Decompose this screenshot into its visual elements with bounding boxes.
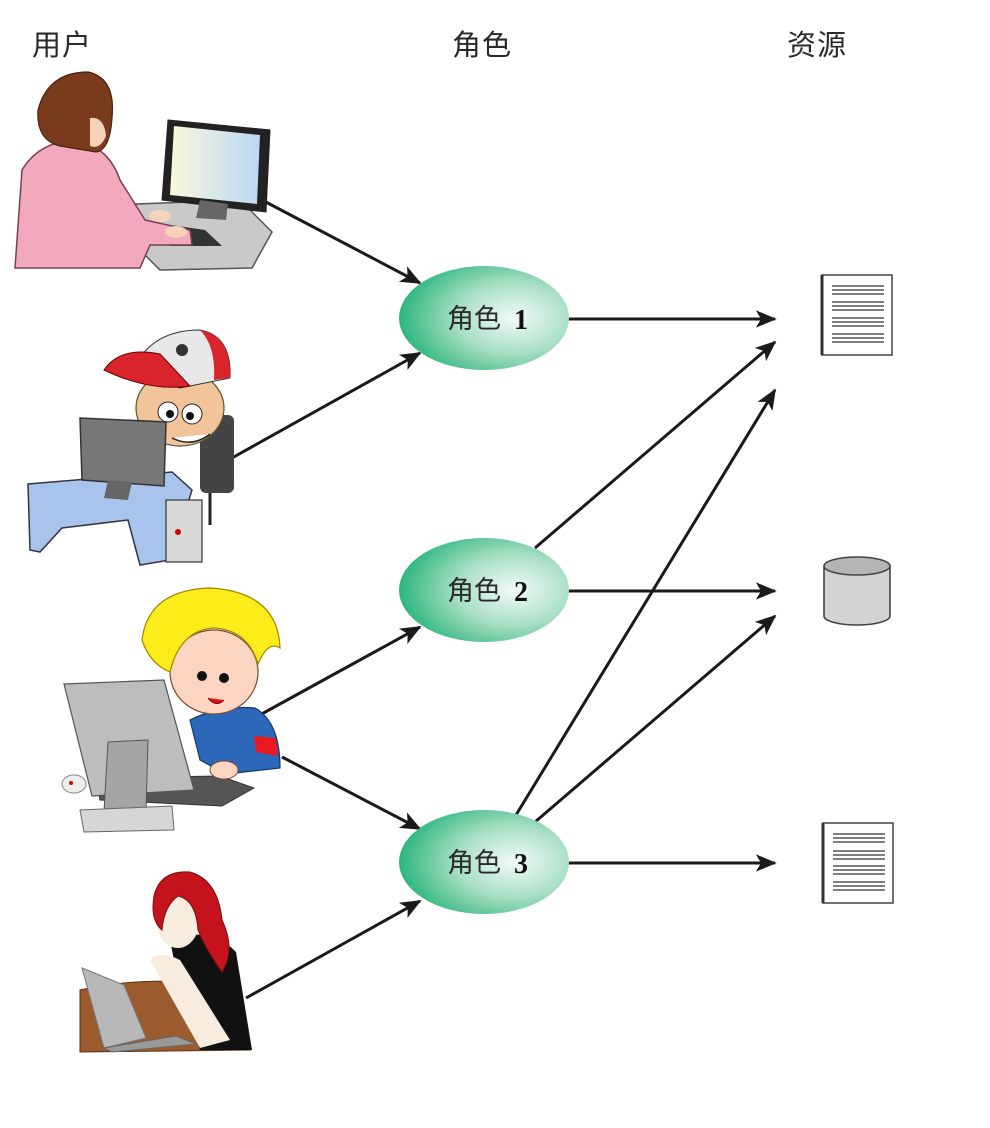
role-1-number: 1 bbox=[514, 305, 528, 336]
role-2-label-prefix: 角色 bbox=[447, 576, 501, 607]
user-role-arrows bbox=[231, 198, 422, 1000]
roles-column-header: 角色 bbox=[452, 28, 513, 62]
role-2-number: 2 bbox=[514, 577, 528, 608]
arrow-user2-role1 bbox=[231, 351, 422, 460]
role-resource-arrows bbox=[514, 310, 777, 872]
role-1-ellipse bbox=[399, 266, 569, 370]
role-3-ellipse bbox=[399, 810, 569, 914]
arrow-user3-role3 bbox=[281, 755, 422, 831]
role-2: 角色 2 bbox=[399, 538, 569, 642]
arrow-role2-resource1 bbox=[534, 340, 777, 550]
role-1-label-prefix: 角色 bbox=[447, 304, 501, 335]
arrow-user1-role1 bbox=[261, 198, 422, 285]
arrow-user4-role3 bbox=[245, 899, 422, 1000]
users-column-header: 用户 bbox=[32, 28, 93, 62]
role-3: 角色 3 bbox=[399, 810, 569, 914]
arrow-user3-role2 bbox=[257, 625, 422, 718]
resources-column-header: 资源 bbox=[787, 28, 848, 62]
role-3-number: 3 bbox=[514, 849, 528, 880]
role-1: 角色 1 bbox=[399, 266, 569, 370]
role-3-label-prefix: 角色 bbox=[447, 848, 501, 879]
resource-1-document-icon bbox=[820, 274, 893, 356]
user-1-woman-at-desktop-icon bbox=[14, 71, 273, 271]
resource-3-document-icon bbox=[821, 822, 894, 904]
arrow-role3-resource1 bbox=[514, 388, 777, 816]
user-3-blond-boy-at-computer-icon bbox=[61, 587, 281, 833]
user-4-red-haired-woman-with-laptop-icon bbox=[79, 871, 252, 1053]
user-2-hacker-kid-at-computer-icon bbox=[27, 329, 234, 566]
arrow-role3-resource2 bbox=[534, 614, 777, 824]
resource-2-database-icon bbox=[823, 556, 891, 626]
role-2-ellipse bbox=[399, 538, 569, 642]
